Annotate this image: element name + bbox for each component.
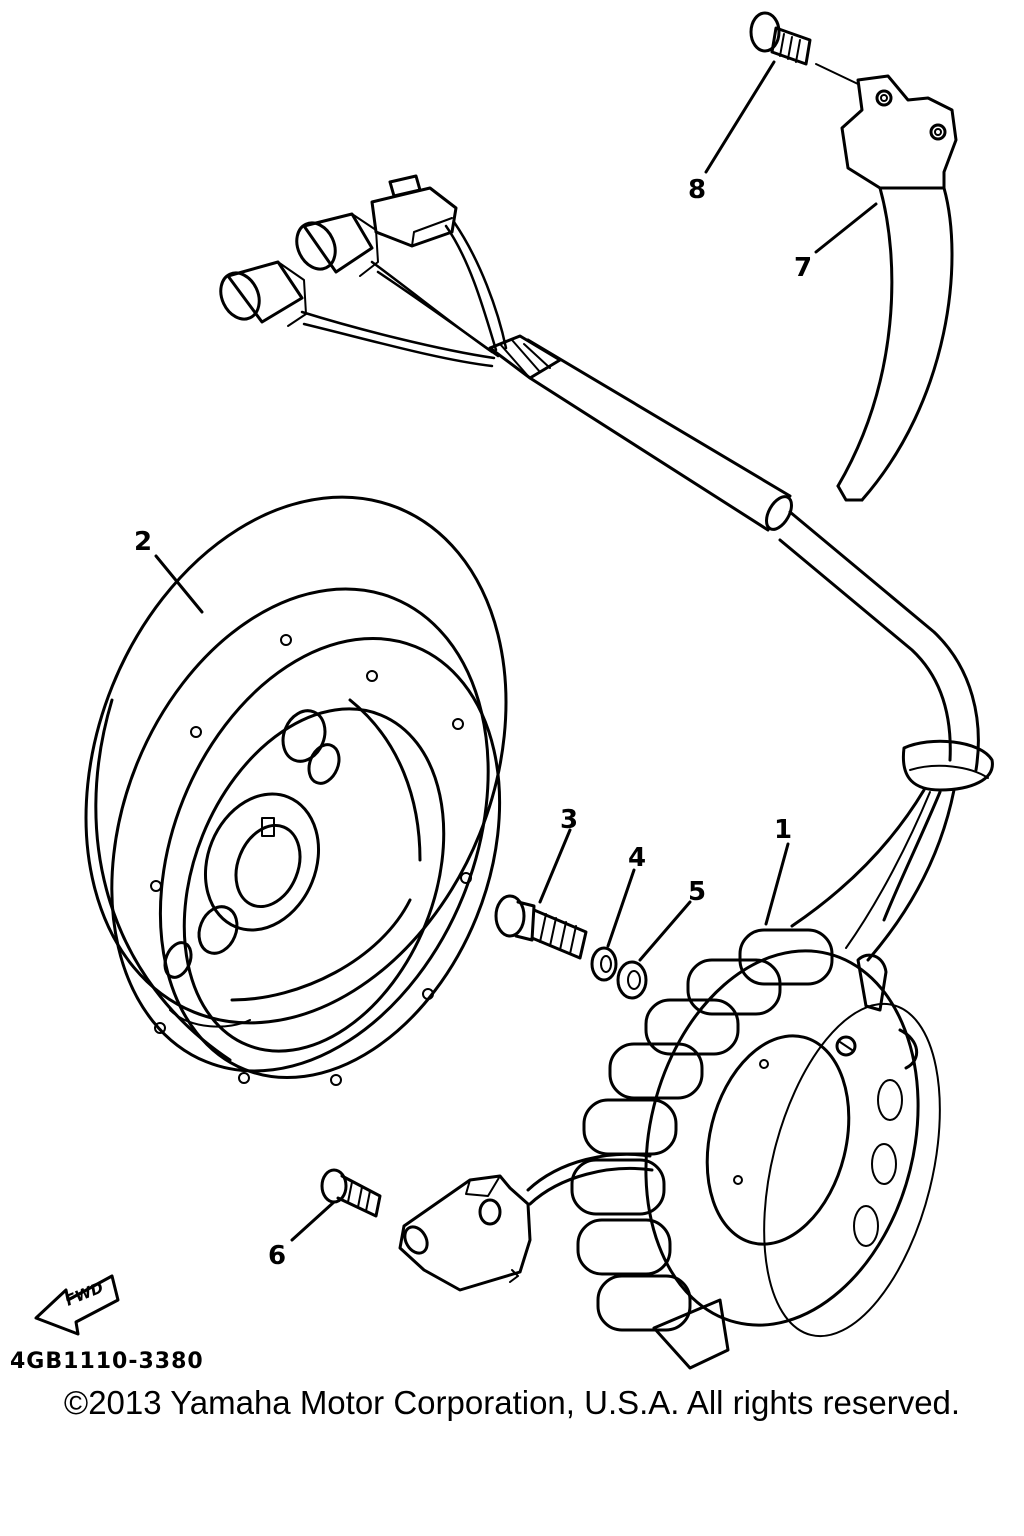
callout-2: 2 (134, 527, 152, 557)
figure-code: 4GB1110-3380 (10, 1349, 204, 1374)
pickup-coil (398, 1152, 654, 1292)
part-7-lead-holder (836, 74, 958, 502)
callout-3: 3 (560, 805, 578, 835)
callout-leader-7 (814, 202, 878, 254)
part-2-rotor (84, 495, 508, 1086)
callout-leader-8 (704, 60, 776, 174)
fwd-arrow-icon (34, 1274, 120, 1336)
callout-6: 6 (268, 1241, 286, 1271)
callout-leader-1 (764, 842, 790, 926)
fwd-label: FWD (63, 1278, 106, 1309)
callout-leader-6 (290, 1200, 336, 1242)
callout-leader-4 (606, 868, 636, 948)
callout-1: 1 (774, 815, 792, 845)
part-8-bolt (749, 11, 812, 66)
callout-leader-3 (538, 828, 572, 904)
part-5-plain-washer (616, 960, 648, 1000)
part-1-stator-assembly (570, 928, 941, 1370)
part-4-lock-washer (590, 946, 618, 982)
callout-leader-5 (638, 900, 692, 962)
callout-leader-2 (154, 554, 204, 614)
callout-8: 8 (688, 175, 706, 205)
part-6-screw (320, 1168, 382, 1218)
assembly-line-8-7 (815, 63, 859, 85)
copyright-notice: ©2013 Yamaha Motor Corporation, U.S.A. A… (63, 1384, 961, 1421)
part-3-bolt (494, 894, 588, 960)
callout-7: 7 (794, 253, 812, 283)
callout-4: 4 (628, 843, 646, 873)
wire-harness (219, 174, 994, 962)
callout-5: 5 (688, 877, 706, 907)
